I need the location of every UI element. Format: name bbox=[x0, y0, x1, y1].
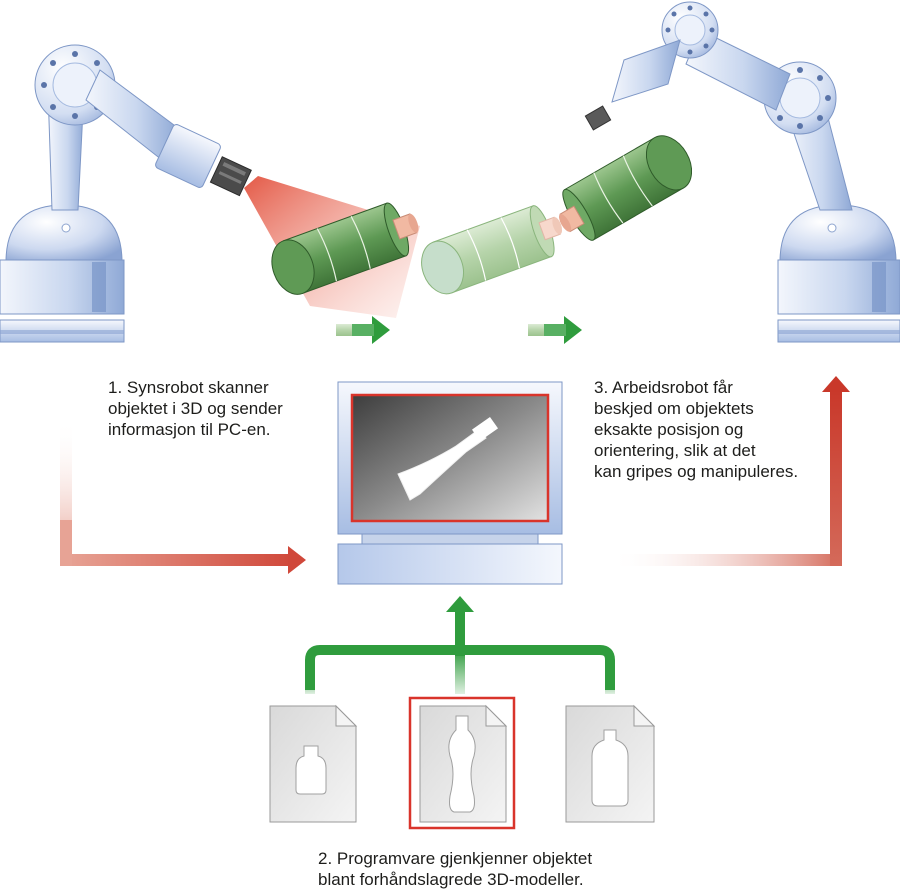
model-document-3 bbox=[565, 704, 656, 823]
scanned-object bbox=[271, 202, 419, 295]
step-3-caption: 3. Arbeidsrobot får beskjed om objektets… bbox=[594, 377, 798, 482]
step-3-line: beskjed om objektets bbox=[594, 399, 754, 418]
gripped-object bbox=[558, 135, 693, 241]
work-robot bbox=[584, 1, 900, 343]
step-1-line: informasjon til PC-en. bbox=[108, 420, 271, 439]
transit-object bbox=[421, 205, 563, 295]
step-2-line: blant forhåndslagrede 3D-modeller. bbox=[318, 870, 584, 889]
model-document-1 bbox=[269, 704, 358, 823]
model-match-arrow bbox=[305, 596, 615, 694]
recognized-object-silhouette bbox=[397, 429, 487, 501]
transport-arrow-1 bbox=[336, 316, 390, 344]
camera-icon bbox=[209, 156, 252, 197]
step-1-caption: 1. Synsrobot skanner objektet i 3D og se… bbox=[108, 377, 283, 440]
data-flow-arrow-in bbox=[60, 420, 306, 574]
step-1-line: 1. Synsrobot skanner bbox=[108, 378, 269, 397]
step-3-line: eksakte posisjon og bbox=[594, 420, 744, 439]
step-2-line: 2. Programvare gjenkjenner objektet bbox=[318, 849, 593, 868]
step-3-line: 3. Arbeidsrobot får bbox=[594, 378, 733, 397]
computer-monitor-icon bbox=[337, 381, 563, 585]
data-flow-arrow-out bbox=[610, 376, 850, 566]
step-3-line: kan gripes og manipuleres. bbox=[594, 462, 799, 481]
step-3-line: orientering, slik at det bbox=[594, 441, 756, 460]
vision-robot bbox=[0, 44, 252, 343]
transport-arrow-2 bbox=[528, 316, 582, 344]
step-1-line: objektet i 3D og sender bbox=[108, 399, 283, 418]
model-document-2-selected bbox=[408, 696, 516, 830]
step-2-caption: 2. Programvare gjenkjenner objektet blan… bbox=[318, 848, 592, 890]
